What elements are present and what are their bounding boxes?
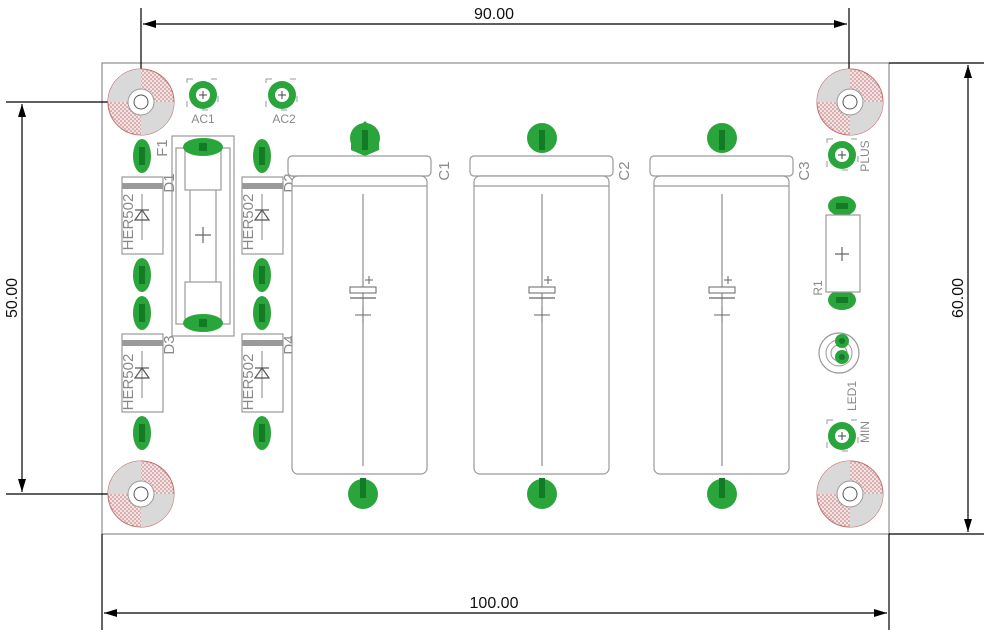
- d1-value: HER502: [120, 194, 137, 251]
- min-label: MIN: [858, 421, 872, 443]
- mounting-hole-top-left: [107, 68, 175, 136]
- d3-value: HER502: [120, 354, 137, 411]
- capacitor-c3: C3: [649, 123, 813, 509]
- led-led1: LED1: [818, 332, 860, 411]
- d3-label: D3: [161, 335, 178, 354]
- c3-label: C3: [796, 161, 813, 180]
- c2-label: C2: [616, 161, 633, 180]
- mounting-hole-top-right: [816, 68, 884, 136]
- r1-label: R1: [811, 280, 825, 296]
- capacitor-c2: C2: [469, 123, 633, 509]
- d1-label: D1: [161, 173, 178, 192]
- diode-d1: HER502 D1: [120, 139, 178, 292]
- ac1-label: AC1: [191, 112, 215, 126]
- mounting-hole-bottom-right: [816, 460, 884, 528]
- plus-label: PLUS: [858, 140, 872, 171]
- diode-d4: HER502 D4: [240, 296, 298, 450]
- mounting-hole-bottom-left: [107, 460, 175, 528]
- connector-plus: PLUS: [826, 138, 872, 172]
- d4-value: HER502: [240, 354, 257, 411]
- resistor-r1: R1: [811, 196, 861, 310]
- dimension-right: 60.00: [889, 62, 984, 535]
- dimension-right-label: 60.00: [950, 278, 967, 318]
- dimension-left-label: 50.00: [4, 278, 21, 318]
- f1-label: F1: [154, 139, 171, 157]
- dimension-top-label: 90.00: [474, 6, 514, 23]
- dimension-bottom-label: 100.00: [470, 595, 519, 612]
- capacitor-c1: C1: [287, 121, 453, 509]
- led1-label: LED1: [845, 381, 859, 411]
- d2-value: HER502: [240, 194, 257, 251]
- diode-d2: HER502 D2: [240, 139, 298, 292]
- connector-ac1: AC1: [186, 78, 219, 126]
- c1-label: C1: [436, 161, 453, 180]
- dimension-bottom: 100.00: [101, 534, 890, 630]
- connector-ac2: AC2: [265, 78, 298, 126]
- diode-d3: HER502 D3: [120, 296, 178, 450]
- connector-min: MIN: [826, 419, 872, 452]
- ac2-label: AC2: [272, 112, 296, 126]
- fuse-f1: F1: [154, 135, 235, 337]
